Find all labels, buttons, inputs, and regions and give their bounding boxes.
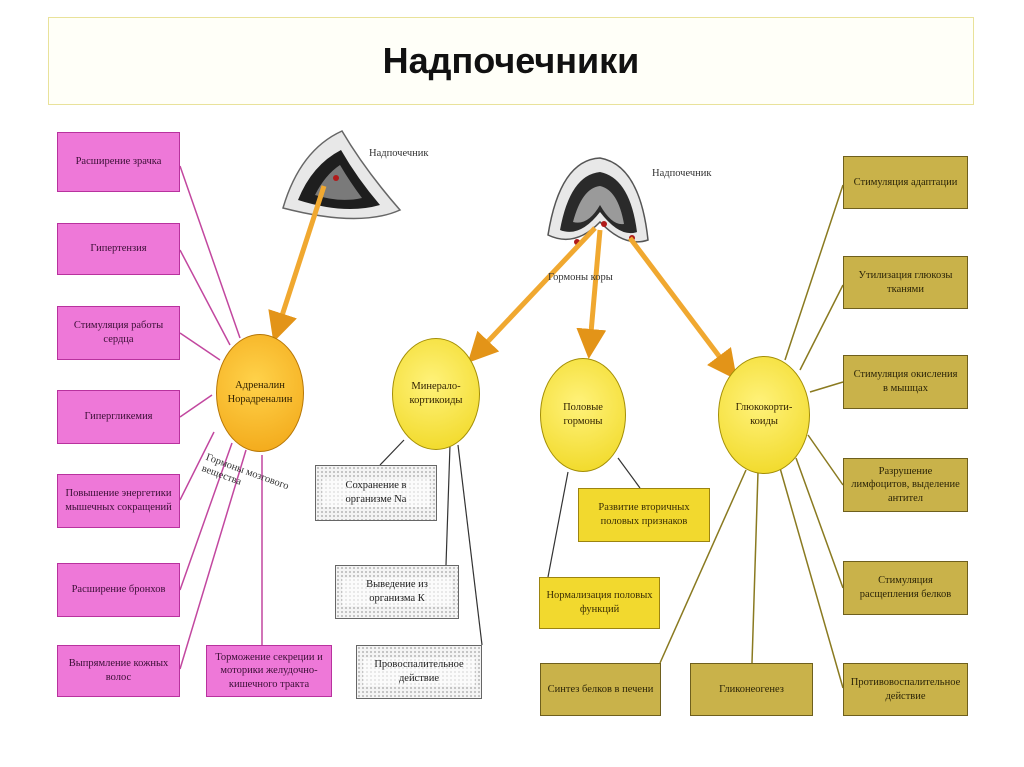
effect-lymphocyte-destruction: Разрушение лимфоцитов, выделение антител [843,458,968,512]
effect-sex-function-normalization: Нормализация половых функций [539,577,660,629]
sex-connectors [547,457,641,578]
effect-hypertension: Гипертензия [57,223,180,275]
effect-sodium-retention: Сохранение в организме Na [315,465,437,521]
effect-muscle-oxidation: Стимуляция окисления в мышцах [843,355,968,409]
arrow-to-sex [576,229,607,359]
effect-hair-erection: Выпрямление кожных волос [57,645,180,697]
effect-gi-inhibition: Торможение секреции и моторики желудочно… [206,645,332,697]
gluco-connectors [659,184,844,689]
effect-muscle-energy: Повышение энергетики мышечных сокращений [57,474,180,528]
gland-label-left: Надпочечник [369,148,429,159]
effect-potassium-excretion: Выведение из организма К [335,565,459,619]
arrow-to-adrenaline [268,185,327,343]
title-banner: Надпочечники [48,17,974,105]
effect-protein-breakdown: Стимуляция расщепления белков [843,561,968,615]
mineralo-connectors [379,439,483,646]
gluco-node: Глюкокорти- коиды [718,356,810,474]
effect-anti-inflammatory: Противовоспалительное действие [843,663,968,716]
effect-heart-stimulation: Стимуляция работы сердца [57,306,180,360]
adrenaline-node: Адреналин Норадреналин [216,334,304,452]
effect-glucose-utilization: Утилизация глюкозы тканями [843,256,968,309]
arrow-to-gluco [628,236,738,380]
adrenal-gland-left-icon [282,130,402,220]
cortex-hormones-label: Гормоны коры [548,272,613,283]
gland-label-right: Надпочечник [652,168,712,179]
effect-liver-protein-synthesis: Синтез белков в печени [540,663,661,716]
effect-adaptation: Стимуляция адаптации [843,156,968,209]
mineralo-node: Минерало- кортикоиды [392,338,480,450]
effect-pupil-dilation: Расширение зрачка [57,132,180,192]
page-title: Надпочечники [382,40,640,81]
effect-bronchi-dilation: Расширение бронхов [57,563,180,617]
effect-proinflammatory: Провоспалительное действие [356,645,482,699]
sex-hormones-node: Половые гормоны [540,358,626,472]
arrow-to-mineralo [467,226,597,363]
adrenaline-connectors [179,165,263,670]
effect-secondary-sex-traits: Развитие вторичных половых признаков [578,488,710,542]
effect-gluconeogenesis: Гликонеогенез [690,663,813,716]
effect-hyperglycemia: Гипергликемия [57,390,180,444]
